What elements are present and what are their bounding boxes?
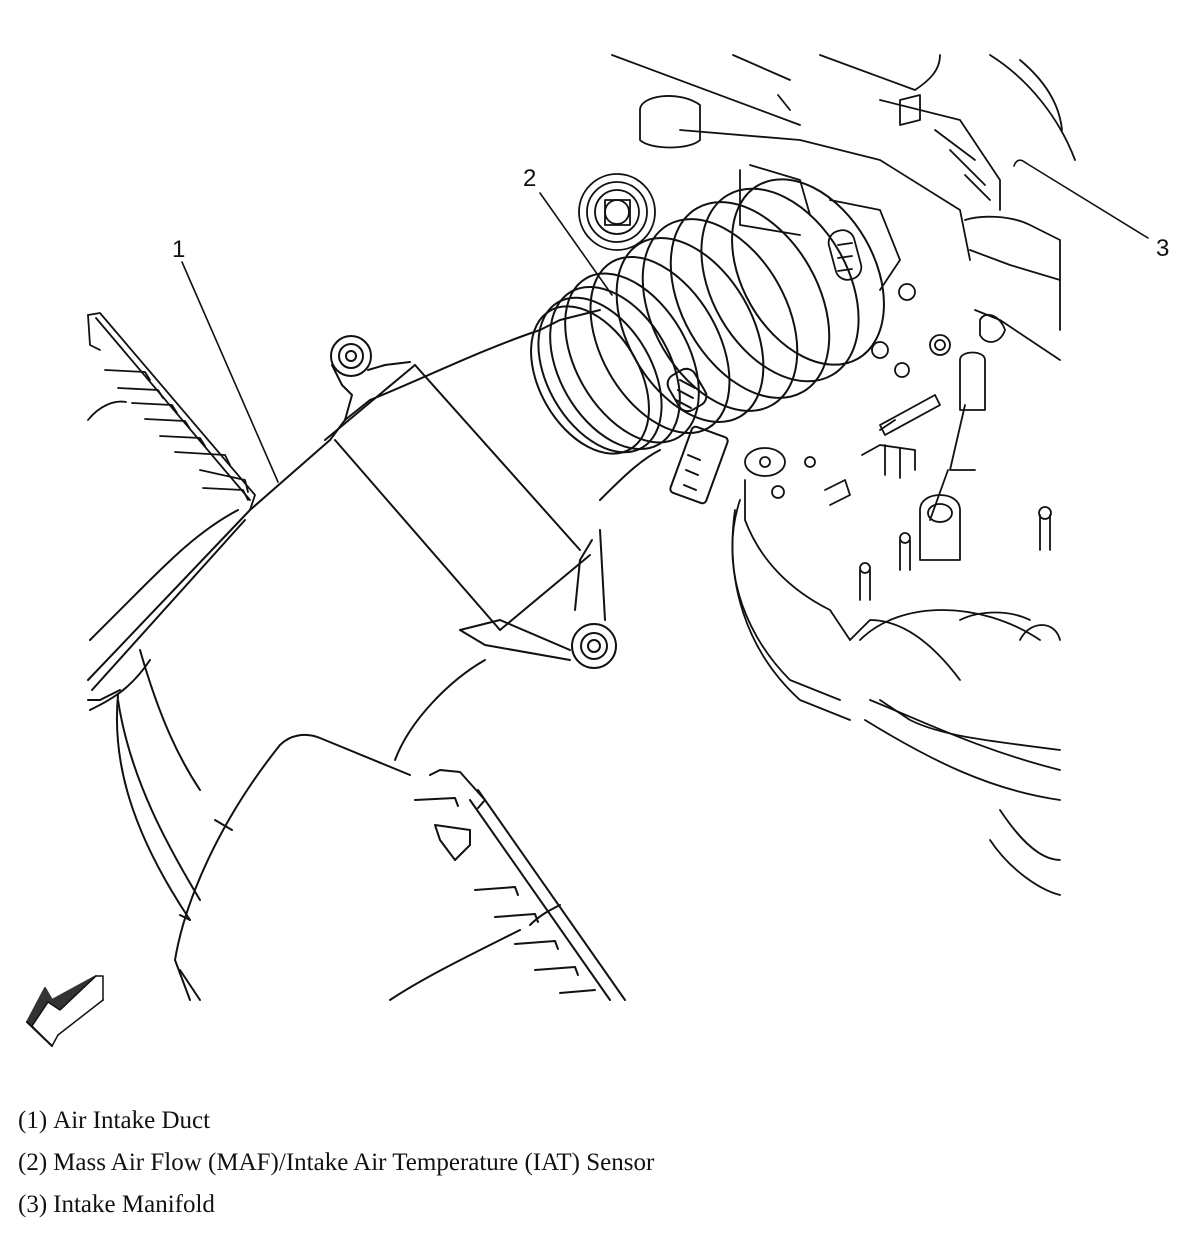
legend-number: (1) — [18, 1107, 48, 1134]
legend-text: Mass Air Flow (MAF)/Intake Air Temperatu… — [53, 1149, 655, 1176]
line-art — [26, 54, 1149, 1047]
intake-manifold — [578, 54, 1076, 521]
legend-text: Intake Manifold — [53, 1191, 215, 1218]
callout-1: 1 — [172, 236, 186, 263]
maf-sensor-and-bellows — [530, 178, 885, 505]
callout-2: 2 — [523, 165, 537, 192]
parts-legend: (1)Air Intake Duct (2)Mass Air Flow (MAF… — [18, 1100, 654, 1226]
parts-diagram: 1 2 3 — [26, 54, 1170, 1047]
manifold-lower-flange — [731, 447, 1061, 896]
leader-line-1 — [181, 261, 279, 483]
legend-item-maf-iat-sensor: (2)Mass Air Flow (MAF)/Intake Air Temper… — [18, 1142, 654, 1184]
legend-text: Air Intake Duct — [53, 1107, 211, 1134]
air-intake-duct — [117, 309, 661, 901]
air-cleaner-lid — [174, 733, 626, 1001]
legend-item-intake-manifold: (3)Intake Manifold — [18, 1184, 654, 1226]
air-cleaner-fins-upper — [87, 312, 256, 511]
front-direction-arrow-icon — [26, 975, 104, 1047]
leader-line-3 — [1025, 162, 1149, 239]
legend-item-air-intake-duct: (1)Air Intake Duct — [18, 1100, 654, 1142]
leader-lines — [181, 159, 1149, 483]
legend-number: (2) — [18, 1149, 48, 1176]
air-cleaner-housing — [87, 509, 251, 921]
legend-number: (3) — [18, 1191, 48, 1218]
callout-3: 3 — [1156, 235, 1170, 262]
leader-line-2 — [539, 192, 613, 296]
